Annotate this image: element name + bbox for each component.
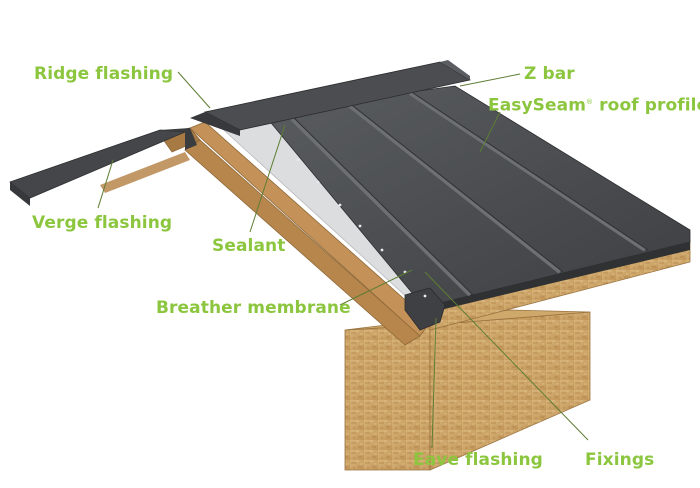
- eave-flashing: [404, 287, 446, 331]
- label-roof-profile-mark: ®: [586, 98, 594, 106]
- label-eave-flashing: Eave flashing: [413, 450, 543, 470]
- label-z-bar: Z bar: [524, 64, 575, 84]
- leader-verge-flashing: [97, 159, 114, 209]
- leader-fixings: [424, 271, 589, 441]
- fixings: [296, 158, 427, 298]
- osb-support-block: [344, 309, 591, 471]
- label-verge-flashing: Verge flashing: [32, 213, 173, 233]
- ridge-flashing: [190, 60, 472, 136]
- verge-flashing: [9, 128, 197, 206]
- label-sealant: Sealant: [212, 236, 286, 256]
- leader-ridge-flashing: [177, 71, 211, 109]
- leader-z-bar: [459, 73, 521, 87]
- label-breather-membrane: Breather membrane: [156, 298, 351, 318]
- label-ridge-flashing: Ridge flashing: [34, 64, 174, 84]
- leader-eave-flashing: [431, 317, 437, 449]
- roof-profile-sheet: [261, 85, 691, 312]
- leader-breather-membrane: [339, 269, 413, 306]
- leader-sealant: [249, 124, 286, 233]
- leader-roof-profile: [479, 111, 501, 153]
- label-roof-profile: EasySeam® roof profile: [488, 92, 700, 116]
- label-fixings: Fixings: [585, 450, 655, 470]
- leader-lines: [97, 71, 589, 449]
- label-roof-profile-name: EasySeam: [488, 95, 587, 116]
- label-roof-profile-rest: roof profile: [593, 95, 700, 116]
